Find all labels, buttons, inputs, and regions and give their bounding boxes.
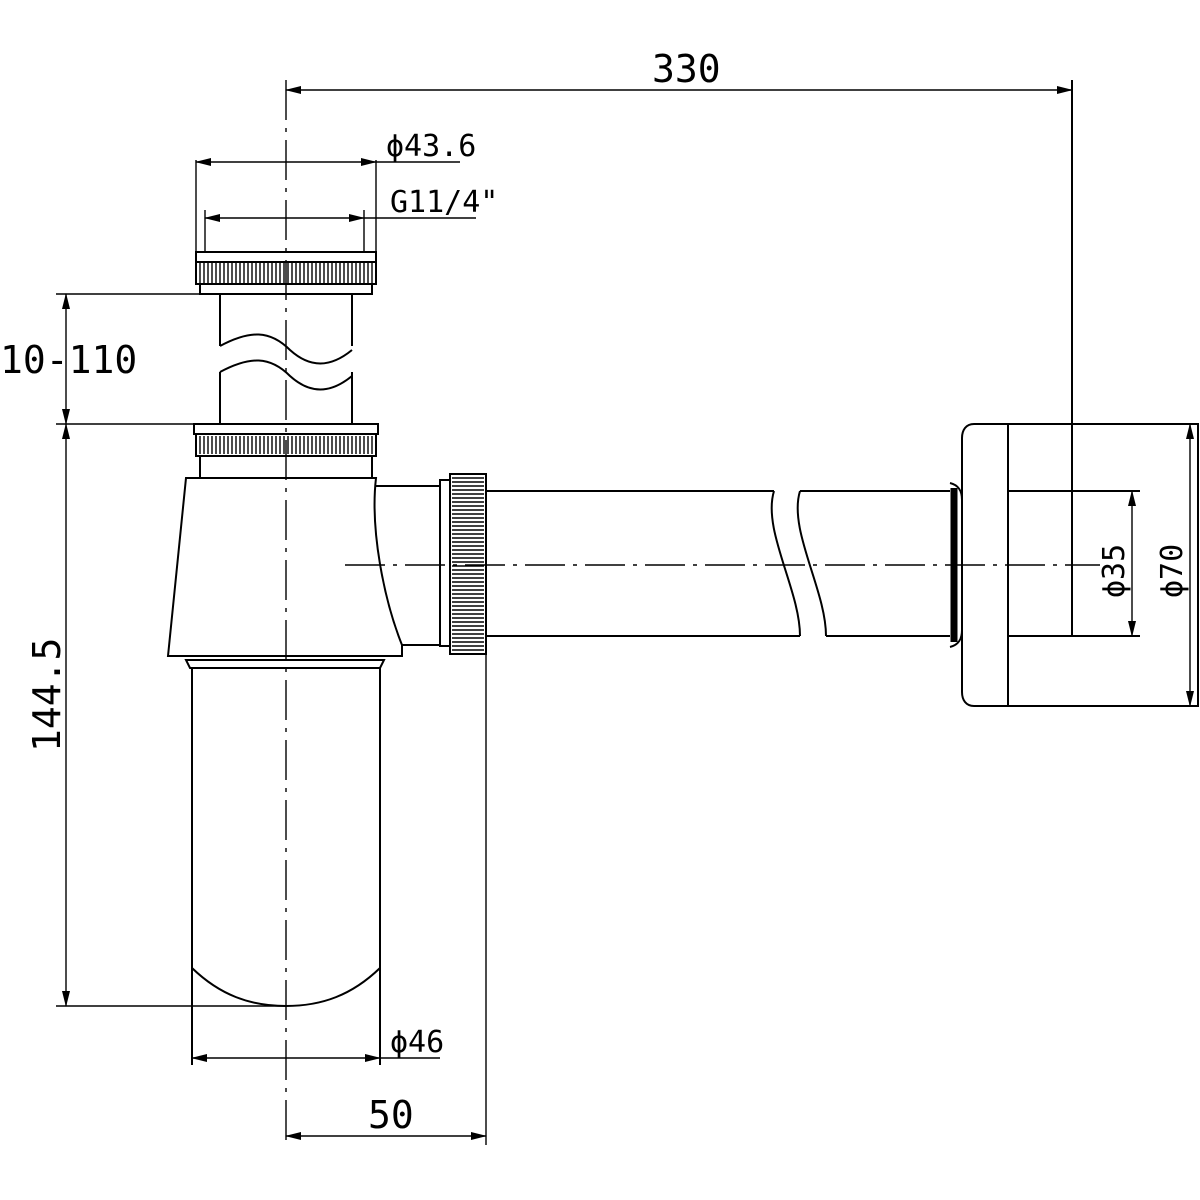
dim-outlet-diameter-label: ϕ35 (1097, 544, 1132, 598)
trap-body (166, 477, 403, 669)
dim-body-diameter: ϕ46 (191, 1025, 444, 1062)
dim-inlet-thread: G11/4" (204, 185, 498, 252)
outlet-stub (376, 473, 487, 655)
dim-inlet-thread-label: G11/4" (390, 185, 498, 220)
dim-overall-length-label: 330 (652, 47, 721, 91)
dim-trap-height-label: 144.5 (25, 638, 69, 752)
body-nut (193, 423, 379, 479)
extension-tube (219, 294, 353, 424)
dim-flange-diameter-label: ϕ70 (1155, 544, 1190, 598)
dim-trap-height: 144.5 (25, 423, 286, 1007)
center-lines (285, 80, 1100, 1145)
dim-adjustable-height: 10-110 (0, 293, 220, 425)
wall-flange (949, 80, 1199, 707)
dim-body-diameter-label: ϕ46 (390, 1025, 444, 1060)
outlet-nut-knurling (452, 477, 484, 651)
dim-flange-diameter: ϕ70 (1155, 423, 1194, 707)
dim-offset-label: 50 (368, 1093, 414, 1137)
dim-inlet-diameter: ϕ43.6 (195, 129, 476, 252)
inlet-nut (195, 251, 377, 295)
dim-offset: 50 (285, 654, 487, 1145)
inlet-nut-knurling (199, 263, 373, 283)
dim-overall-length: 330 (285, 47, 1073, 94)
dim-adjustable-height-label: 10-110 (0, 338, 137, 382)
dim-outlet-diameter: ϕ35 (1097, 490, 1136, 637)
dim-inlet-diameter-label: ϕ43.6 (386, 129, 476, 164)
outlet-pipe (486, 490, 950, 637)
body-nut-knurling (199, 436, 373, 454)
